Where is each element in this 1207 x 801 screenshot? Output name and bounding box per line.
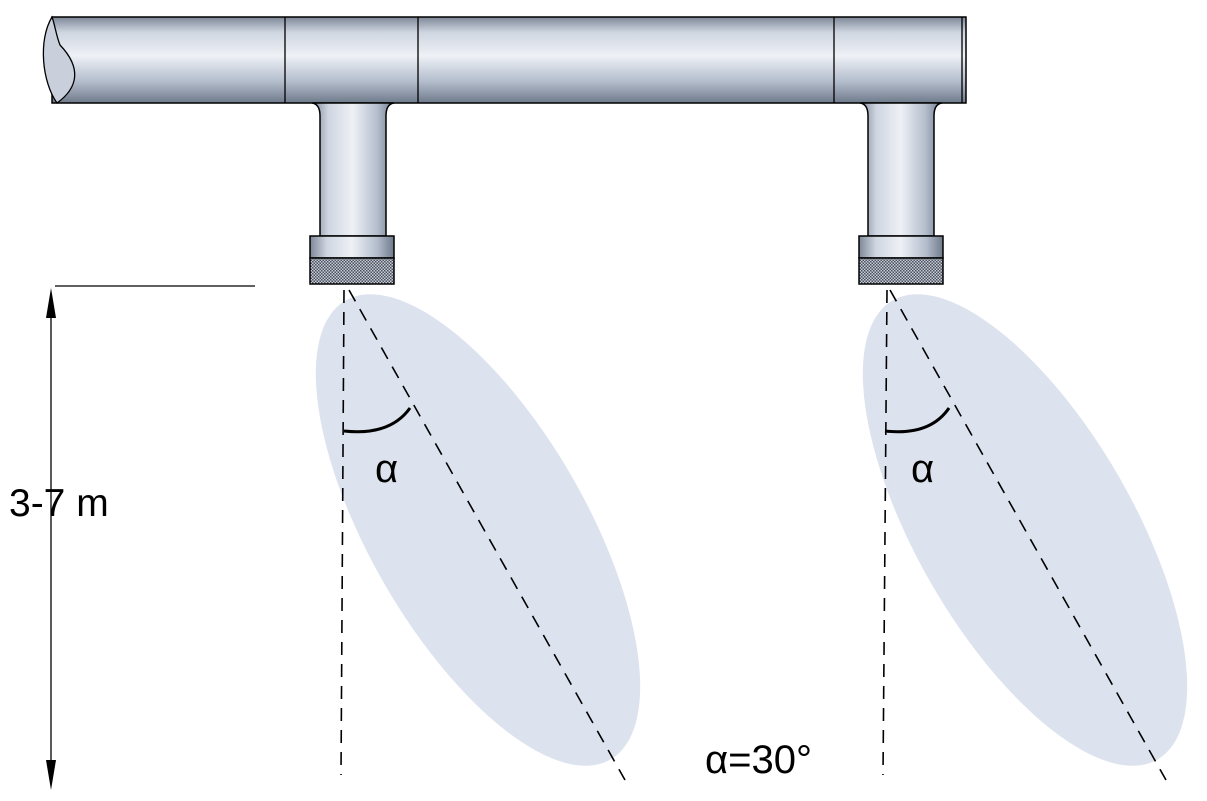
drop-pipe-left [311,101,395,237]
angle-symbol-right: α [911,447,934,491]
angle-arc-left [343,407,412,434]
pipe-cut-end [42,15,76,104]
height-dimension-arrow [46,288,56,790]
spray-axis-line-left [348,289,626,781]
angle-arc-right [884,407,951,434]
height-label: 3-7 m [9,482,109,525]
angle-symbol-left: α [375,447,398,491]
vertical-reference-line-left [340,289,345,776]
spray-cone-right [862,294,1188,766]
main-pipe [42,15,967,104]
drop-pipe-right [859,101,943,237]
nozzle-left [309,235,395,285]
spray-axis-line-right [889,289,1167,781]
nozzle-right [858,235,944,285]
vertical-reference-line-right [882,289,888,776]
spray-cone-left [315,294,641,766]
angle-value-label: α=30° [705,738,812,782]
